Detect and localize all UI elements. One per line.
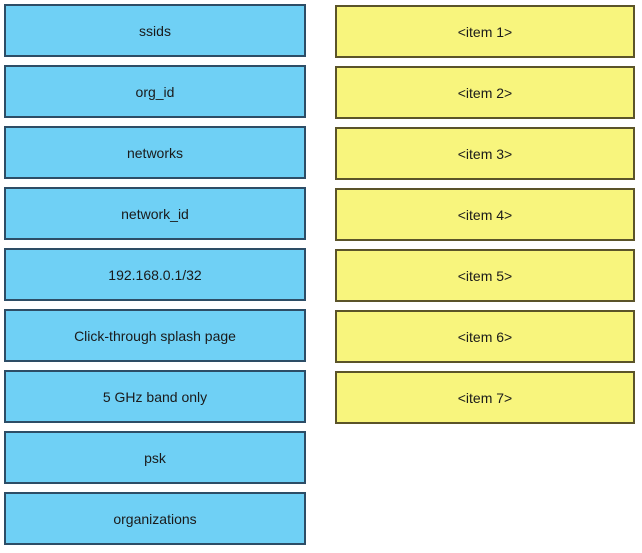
drop-target-item-7[interactable]: <item 7>: [335, 371, 635, 424]
drop-target-item-4[interactable]: <item 4>: [335, 188, 635, 241]
source-item-ip-cidr[interactable]: 192.168.0.1/32: [4, 248, 306, 301]
source-item-5ghz-band-only[interactable]: 5 GHz band only: [4, 370, 306, 423]
drop-target-item-2[interactable]: <item 2>: [335, 66, 635, 119]
source-item-network-id[interactable]: network_id: [4, 187, 306, 240]
source-item-networks[interactable]: networks: [4, 126, 306, 179]
source-item-organizations[interactable]: organizations: [4, 492, 306, 545]
source-item-psk[interactable]: psk: [4, 431, 306, 484]
drop-target-item-5[interactable]: <item 5>: [335, 249, 635, 302]
drop-target-item-1[interactable]: <item 1>: [335, 5, 635, 58]
source-item-ssids[interactable]: ssids: [4, 4, 306, 57]
source-item-org-id[interactable]: org_id: [4, 65, 306, 118]
source-options-column: ssids org_id networks network_id 192.168…: [4, 4, 306, 553]
drop-target-item-6[interactable]: <item 6>: [335, 310, 635, 363]
drop-target-item-3[interactable]: <item 3>: [335, 127, 635, 180]
drop-targets-column: <item 1> <item 2> <item 3> <item 4> <ite…: [335, 5, 635, 432]
source-item-click-through-splash-page[interactable]: Click-through splash page: [4, 309, 306, 362]
